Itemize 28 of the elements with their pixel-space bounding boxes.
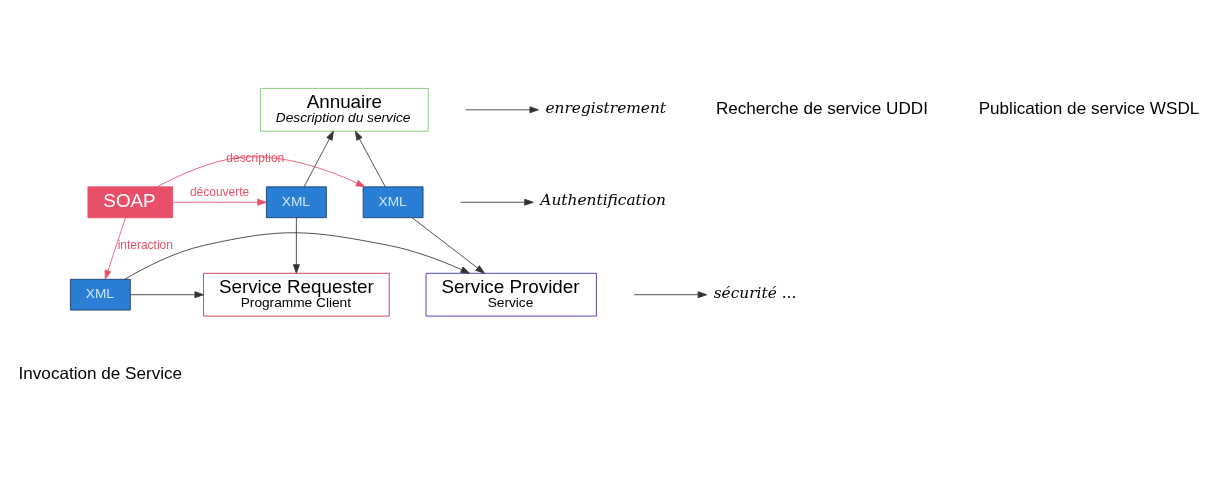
label: Publication de service WSDL (978, 98, 1200, 118)
edge-label: description (226, 150, 285, 165)
node-box: Service Requester Programme Client (203, 272, 390, 317)
edge-label: interaction (117, 237, 173, 252)
arrow (104, 216, 126, 279)
node-text: sécurité ... (713, 283, 797, 302)
edge-label: découverte (189, 184, 250, 199)
arrow (460, 198, 534, 206)
arrow (411, 216, 485, 274)
arrow (303, 130, 334, 187)
label: Invocation de Service (18, 363, 183, 383)
arrow (292, 216, 300, 274)
arrow (172, 198, 267, 206)
label: Recherche de service UDDI (715, 98, 928, 118)
node-box: XML (265, 185, 327, 218)
arrow (130, 290, 204, 298)
node-box: SOAP (87, 185, 174, 218)
arrow (354, 130, 386, 187)
arrow (465, 105, 539, 113)
node-box: Service Provider Service (425, 272, 597, 317)
node-text: Authentification (540, 190, 666, 209)
node-box: XML (69, 278, 131, 311)
arrow (124, 231, 470, 280)
arrow (156, 155, 366, 187)
node-box: Annuaire Description du service (260, 87, 429, 132)
node-box: XML (362, 185, 424, 218)
node-text: enregistrement (545, 98, 667, 117)
arrow (633, 290, 708, 298)
